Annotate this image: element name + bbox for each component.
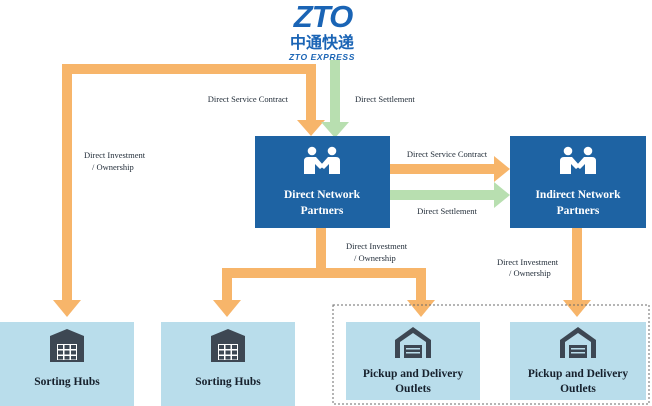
- garage-icon: [560, 327, 596, 358]
- sorting-hub-box-1: Sorting Hubs: [0, 322, 134, 406]
- outlet-box-1: Pickup and Delivery Outlets: [346, 322, 480, 400]
- label-left-invest-1: Direct Investment: [84, 150, 146, 160]
- flow-left-vertical: [62, 64, 72, 302]
- outlet-1-line1: Pickup and Delivery: [363, 368, 464, 380]
- flow-right-down: [572, 228, 582, 302]
- flow-partner-contract: [390, 164, 496, 174]
- indirect-partners-line1: Indirect Network: [535, 189, 621, 201]
- label-left-invest-2: / Ownership: [92, 162, 134, 172]
- label-center-invest-2: / Ownership: [354, 253, 396, 263]
- garage-icon: [395, 327, 431, 358]
- green-arrowhead-down: [321, 122, 349, 138]
- flow-top-bar: [62, 64, 316, 74]
- green-settlement-mid: [390, 190, 496, 200]
- warehouse-icon: [50, 329, 84, 362]
- flow-labels: Direct Service Contract Direct Settlemen…: [84, 94, 559, 278]
- outlet-2-line2: Outlets: [560, 383, 596, 395]
- label-top-contract: Direct Service Contract: [208, 94, 289, 104]
- orange-flow-arrows: [53, 64, 591, 317]
- outlet-box-2: Pickup and Delivery Outlets: [510, 322, 646, 400]
- sorting-hub-box-2: Sorting Hubs: [161, 322, 295, 406]
- logo-chinese: 中通快递: [290, 33, 354, 52]
- arrowhead-to-outlet-2: [563, 300, 591, 317]
- arrowhead-partner-contract: [494, 156, 510, 182]
- label-center-invest-1: Direct Investment: [346, 241, 408, 251]
- flow-to-direct-partners: [306, 64, 316, 122]
- logo-english: ZTO EXPRESS: [288, 52, 355, 62]
- direct-partners-line2: Partners: [301, 205, 344, 217]
- outlets-group-outline: [332, 304, 650, 405]
- sorting-hub-1-label: Sorting Hubs: [34, 376, 100, 388]
- arrowhead-to-sorting-hub-2: [213, 300, 241, 317]
- outlet-1-line2: Outlets: [395, 383, 431, 395]
- zto-logo: ZTO 中通快递 ZTO EXPRESS: [288, 0, 355, 62]
- direct-network-partners-box: Direct Network Partners: [255, 136, 390, 228]
- arrowhead-to-sorting-hub-1: [53, 300, 81, 317]
- handshake-people-icon: [560, 146, 596, 174]
- flow-center-down: [316, 228, 326, 273]
- green-arrowhead-right: [494, 182, 510, 208]
- sorting-hub-2-label: Sorting Hubs: [195, 376, 261, 388]
- green-flow-arrows: [321, 60, 510, 208]
- logo-wordmark: ZTO: [293, 0, 353, 34]
- flow-center-branch: [222, 268, 426, 278]
- label-top-settlement: Direct Settlement: [355, 94, 415, 104]
- label-right-invest-2: / Ownership: [509, 268, 551, 278]
- indirect-network-partners-box: Indirect Network Partners: [510, 136, 646, 228]
- label-right-invest-1: Direct Investment: [497, 257, 559, 267]
- outlet-2-line1: Pickup and Delivery: [528, 368, 629, 380]
- label-mid-contract: Direct Service Contract: [407, 149, 488, 159]
- indirect-partners-line2: Partners: [557, 205, 600, 217]
- arrowhead-to-outlet-1: [407, 300, 435, 317]
- arrowhead-to-direct-partners: [297, 120, 325, 136]
- green-settlement-top: [330, 60, 340, 124]
- flow-branch-right-down: [416, 268, 426, 302]
- label-mid-settlement: Direct Settlement: [417, 206, 477, 216]
- warehouse-icon: [211, 329, 245, 362]
- handshake-people-icon: [304, 146, 340, 174]
- flow-branch-left-down: [222, 268, 232, 302]
- direct-partners-line1: Direct Network: [284, 189, 361, 201]
